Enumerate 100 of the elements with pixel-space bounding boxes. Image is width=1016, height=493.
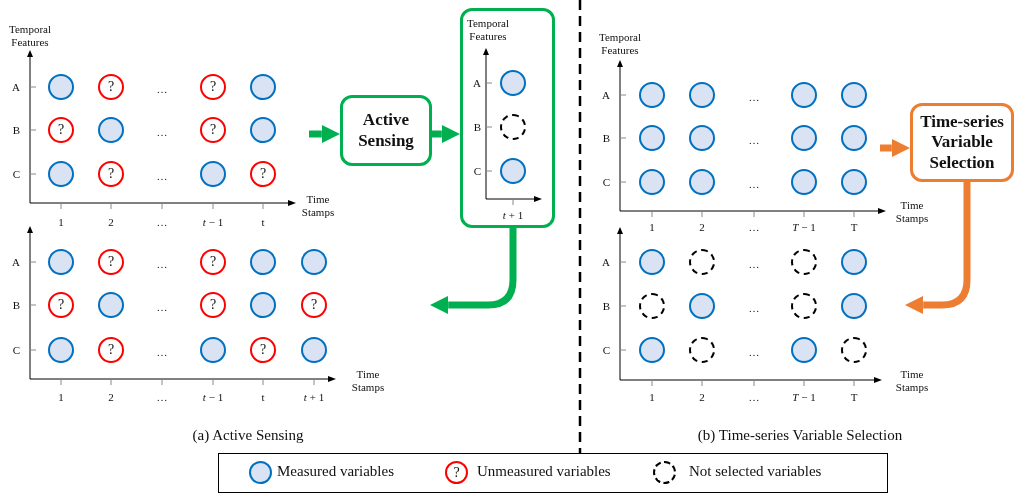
question-circle: ? xyxy=(250,161,276,187)
question-circle: ? xyxy=(301,292,327,318)
tick-label: t + 1 xyxy=(303,390,325,404)
tick-label: t xyxy=(261,390,265,404)
question-circle: ? xyxy=(48,117,74,143)
dashed-circle xyxy=(639,293,665,319)
ellipsis: … xyxy=(748,90,760,104)
axis-title: Time Stamps xyxy=(300,193,336,219)
tick-label: … xyxy=(748,390,760,404)
ellipsis: … xyxy=(156,125,168,139)
question-circle: ? xyxy=(200,117,226,143)
question-circle: ? xyxy=(200,292,226,318)
question-circle: ? xyxy=(98,337,124,363)
tick-label: T − 1 xyxy=(792,220,816,234)
tick-label: t − 1 xyxy=(202,390,224,404)
variable-circle xyxy=(841,82,867,108)
tick-label: t + 1 xyxy=(502,208,524,222)
variable-circle xyxy=(500,158,526,184)
variable-circle xyxy=(689,293,715,319)
question-circle: ? xyxy=(250,337,276,363)
axis-label: B xyxy=(602,131,610,145)
axis-label: A xyxy=(602,88,610,102)
variable-circle xyxy=(301,249,327,275)
ellipsis: … xyxy=(748,177,760,191)
question-circle: ? xyxy=(200,74,226,100)
ellipsis: … xyxy=(156,82,168,96)
variable-circle xyxy=(639,169,665,195)
variable-circle xyxy=(689,125,715,151)
variable-circle xyxy=(639,125,665,151)
ellipsis: … xyxy=(748,257,760,271)
variable-circle xyxy=(791,337,817,363)
legend-label: Unmeasured variables xyxy=(477,463,611,480)
variable-circle xyxy=(48,74,74,100)
tick-label: T − 1 xyxy=(792,390,816,404)
panel-box xyxy=(460,8,555,228)
variable-circle xyxy=(791,169,817,195)
variable-circle xyxy=(841,249,867,275)
tick-label: 2 xyxy=(108,215,114,229)
variable-circle xyxy=(689,169,715,195)
axis-label: A xyxy=(12,80,20,94)
variable-circle xyxy=(250,292,276,318)
axis-label: B xyxy=(12,298,20,312)
variable-circle xyxy=(48,249,74,275)
variable-circle xyxy=(250,249,276,275)
axis-label: A xyxy=(602,255,610,269)
variable-circle xyxy=(200,337,226,363)
axis-label: A xyxy=(473,76,481,90)
dashed-circle xyxy=(791,293,817,319)
variable-circle xyxy=(639,249,665,275)
variable-circle xyxy=(791,125,817,151)
variable-circle xyxy=(500,70,526,96)
caption: (b) Time-series Variable Selection xyxy=(697,426,903,444)
question-circle: ? xyxy=(48,292,74,318)
ellipsis: … xyxy=(156,257,168,271)
tick-label: … xyxy=(156,215,168,229)
arrow xyxy=(432,124,460,144)
axis-label: A xyxy=(12,255,20,269)
ellipsis: … xyxy=(156,300,168,314)
dashed-circle xyxy=(500,114,526,140)
arrow xyxy=(905,182,971,315)
variable-circle xyxy=(250,117,276,143)
dashed-circle xyxy=(791,249,817,275)
variable-circle xyxy=(841,125,867,151)
legend-label: Not selected variables xyxy=(689,463,822,480)
axis-label: C xyxy=(602,175,610,189)
legend-label: Measured variables xyxy=(277,463,395,480)
variable-circle xyxy=(689,82,715,108)
tick-label: 1 xyxy=(649,390,655,404)
axis-title: Temporal Features xyxy=(598,31,642,57)
axis-title: Temporal Features xyxy=(8,23,52,49)
axis-label: B xyxy=(473,120,481,134)
dashed-circle xyxy=(689,337,715,363)
variable-circle xyxy=(301,337,327,363)
axis-label: C xyxy=(12,167,20,181)
variable-circle xyxy=(98,117,124,143)
question-circle: ? xyxy=(200,249,226,275)
question-circle: ? xyxy=(98,249,124,275)
variable-circle xyxy=(48,161,74,187)
variable-circle xyxy=(98,292,124,318)
axis-title: Time Stamps xyxy=(350,368,386,394)
process-box: Active Sensing xyxy=(340,95,432,166)
tick-label: 2 xyxy=(699,220,705,234)
axis-title: Time Stamps xyxy=(894,368,930,394)
tick-label: 2 xyxy=(699,390,705,404)
variable-circle xyxy=(639,82,665,108)
variable-circle xyxy=(791,82,817,108)
process-box: Time-series Variable Selection xyxy=(910,103,1014,182)
dashed-circle xyxy=(841,337,867,363)
tick-label: … xyxy=(156,390,168,404)
axis-label: C xyxy=(12,343,20,357)
axis-label: C xyxy=(602,343,610,357)
tick-label: T xyxy=(850,220,858,234)
ellipsis: … xyxy=(748,301,760,315)
variable-circle xyxy=(200,161,226,187)
variable-circle xyxy=(841,293,867,319)
axis-label: C xyxy=(473,164,481,178)
axis-title: Time Stamps xyxy=(894,199,930,225)
tick-label: 1 xyxy=(58,390,64,404)
caption: (a) Active Sensing xyxy=(192,426,304,444)
axis-title: Temporal Features xyxy=(466,17,510,43)
